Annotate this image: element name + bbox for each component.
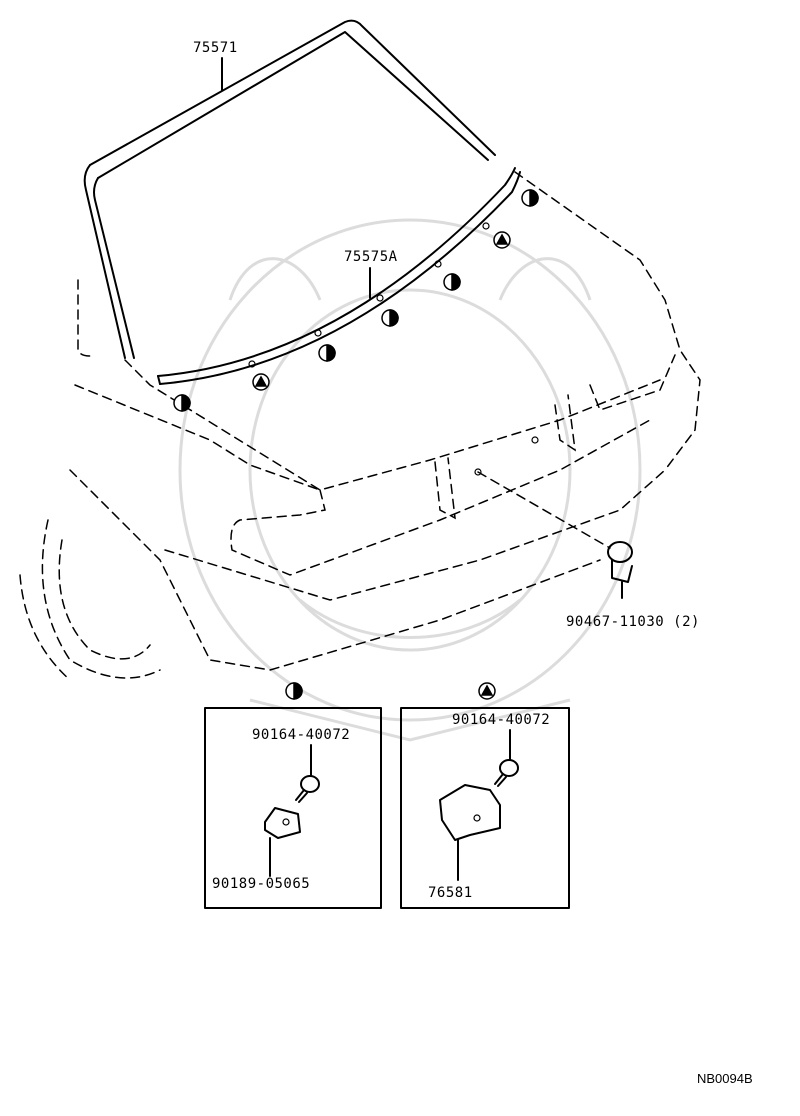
detail-box-half-circle (204, 707, 382, 909)
label-cowl-molding: 75575A (344, 249, 398, 265)
label-clip-tri: 76581 (428, 885, 473, 901)
car-body-outline (19, 171, 701, 681)
triangle-markers (252, 231, 511, 700)
label-clip-top: 90467-11030 (2) (566, 614, 700, 630)
clip-90467-part (607, 541, 633, 599)
label-nut-half: 90189-05065 (212, 876, 311, 892)
label-windshield-molding: 75571 (193, 40, 238, 56)
windshield-glass (83, 19, 496, 359)
half-circle-markers (173, 189, 539, 700)
watermark-emblem (178, 218, 642, 742)
diagram-code: NB0094B (697, 1071, 753, 1086)
label-screw-tri: 90164-40072 (452, 712, 551, 728)
clip-leader-line (477, 471, 611, 549)
label-screw-half: 90164-40072 (252, 727, 351, 743)
detail-box-triangle (400, 707, 570, 909)
cowl-molding-strip (157, 167, 521, 385)
